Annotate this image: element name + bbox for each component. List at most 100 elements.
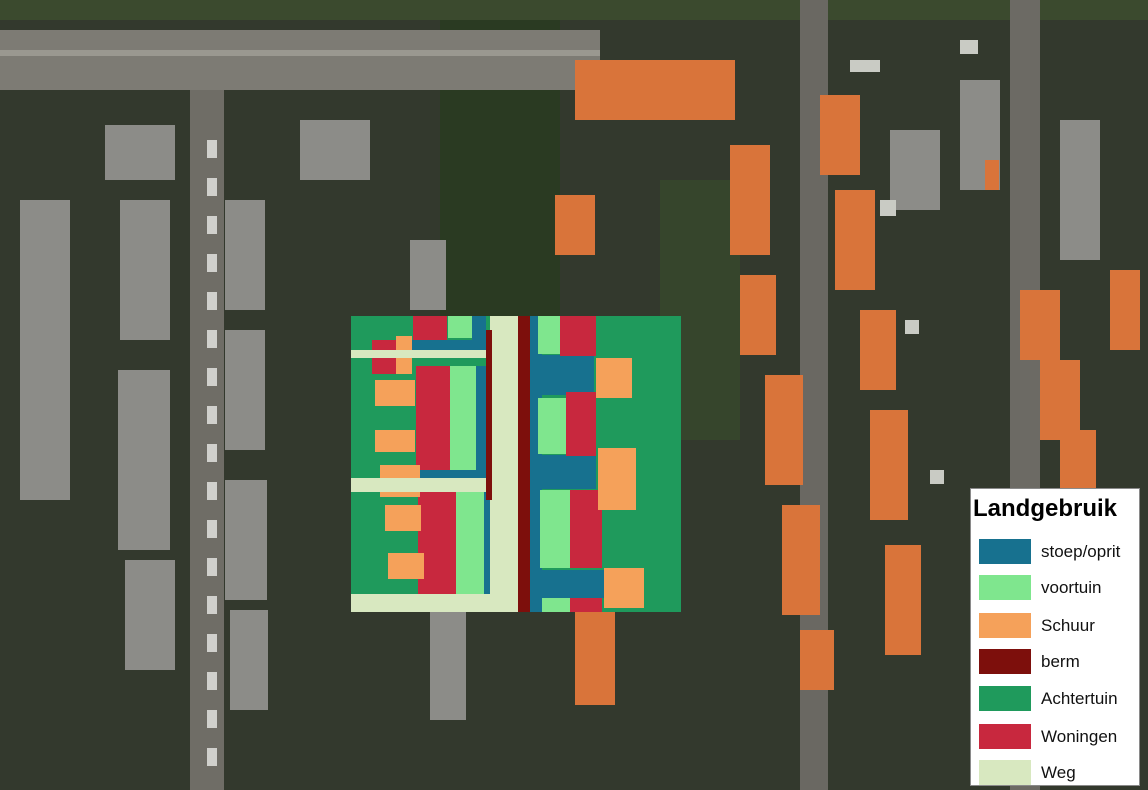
- parked-car: [207, 140, 217, 158]
- legend: Landgebruik stoep/oprit voortuin Schuur …: [970, 488, 1140, 786]
- roof-orange: [870, 410, 908, 520]
- landuse-voortuin: [450, 366, 476, 474]
- legend-swatch-berm: [979, 649, 1031, 674]
- landuse-woningen: [570, 598, 602, 612]
- landuse-berm: [518, 316, 530, 612]
- roof-orange: [985, 160, 999, 190]
- roof-orange: [575, 610, 615, 705]
- roof-orange: [765, 375, 803, 485]
- landuse-voortuin: [542, 598, 570, 612]
- landuse-woningen: [566, 392, 596, 456]
- legend-label-weg: Weg: [1041, 763, 1076, 782]
- parked-car: [207, 634, 217, 652]
- landuse-stoep: [540, 570, 604, 598]
- roof-orange: [820, 95, 860, 175]
- shed-roof: [960, 40, 978, 54]
- road-marking: [0, 50, 600, 56]
- landuse-schuur: [375, 380, 415, 406]
- landuse-voortuin: [456, 492, 484, 594]
- parked-car: [207, 558, 217, 576]
- roof-orange: [835, 190, 875, 290]
- landuse-weg: [490, 316, 518, 612]
- shed-roof: [930, 470, 944, 484]
- legend-item-stoep-oprit: stoep/oprit: [979, 539, 1139, 567]
- roof-orange: [575, 60, 735, 120]
- landuse-stoep: [400, 340, 490, 352]
- legend-label-berm: berm: [1041, 652, 1080, 671]
- parked-car: [207, 482, 217, 500]
- roof-orange: [860, 310, 896, 390]
- legend-swatch-weg: [979, 760, 1031, 785]
- parked-car: [207, 216, 217, 234]
- legend-item-woningen: Woningen: [979, 724, 1139, 752]
- roof-gray: [230, 610, 268, 710]
- legend-item-voortuin: voortuin: [979, 575, 1139, 603]
- landuse-schuur: [375, 430, 415, 452]
- roof-gray: [410, 240, 446, 310]
- shed-roof: [880, 200, 896, 216]
- legend-swatch-achtertuin: [979, 686, 1031, 711]
- landuse-berm: [486, 330, 492, 500]
- landuse-voortuin: [540, 490, 570, 568]
- parked-car: [207, 406, 217, 424]
- roof-orange: [555, 195, 595, 255]
- legend-label-achtertuin: Achtertuin: [1041, 689, 1118, 708]
- parked-car: [207, 672, 217, 690]
- landuse-weg: [351, 594, 531, 612]
- landuse-stoep: [472, 316, 486, 346]
- legend-label-woningen: Woningen: [1041, 727, 1118, 746]
- roof-orange: [800, 630, 834, 690]
- legend-item-berm: berm: [979, 649, 1139, 677]
- roof-gray: [20, 200, 70, 500]
- legend-swatch-schuur: [979, 613, 1031, 638]
- parked-car: [207, 178, 217, 196]
- landuse-woningen: [570, 490, 602, 568]
- legend-swatch-voortuin: [979, 575, 1031, 600]
- road-main: [0, 30, 600, 90]
- roof-gray: [300, 120, 370, 180]
- landuse-schuur: [596, 358, 632, 398]
- parked-car: [207, 330, 217, 348]
- roof-orange: [740, 275, 776, 355]
- parked-car: [207, 444, 217, 462]
- legend-title: Landgebruik: [973, 495, 1118, 522]
- parked-car: [207, 254, 217, 272]
- landuse-stoep: [530, 355, 594, 395]
- landuse-stoep: [536, 455, 596, 489]
- roof-gray: [118, 370, 170, 550]
- shed-roof: [850, 60, 880, 72]
- parked-car: [207, 710, 217, 728]
- roof-gray: [105, 125, 175, 180]
- landuse-schuur: [385, 505, 421, 531]
- shed-roof: [905, 320, 919, 334]
- roof-orange: [782, 505, 820, 615]
- roof-orange: [730, 145, 770, 255]
- parked-car: [207, 596, 217, 614]
- roof-gray: [225, 480, 267, 600]
- legend-label-schuur: Schuur: [1041, 616, 1095, 635]
- parked-car: [207, 292, 217, 310]
- landuse-voortuin: [538, 316, 560, 354]
- roof-gray: [225, 200, 265, 310]
- landuse-voortuin: [538, 398, 566, 454]
- roof-gray: [225, 330, 265, 450]
- grass-strip: [0, 0, 1148, 20]
- parked-car: [207, 520, 217, 538]
- landuse-schuur: [388, 553, 424, 579]
- roof-orange: [1040, 360, 1080, 440]
- parked-car: [207, 748, 217, 766]
- legend-item-weg: Weg: [979, 760, 1139, 788]
- landuse-weg: [351, 350, 491, 358]
- roof-gray: [430, 610, 466, 720]
- legend-label-voortuin: voortuin: [1041, 578, 1102, 597]
- landuse-overlay: [351, 316, 681, 612]
- legend-item-schuur: Schuur: [979, 613, 1139, 641]
- landuse-schuur: [598, 448, 636, 510]
- landuse-woningen: [418, 490, 456, 594]
- legend-item-achtertuin: Achtertuin: [979, 686, 1139, 714]
- landuse-weg: [351, 478, 491, 492]
- roof-gray: [1060, 120, 1100, 260]
- landuse-voortuin: [448, 316, 472, 338]
- roof-orange: [1060, 430, 1096, 490]
